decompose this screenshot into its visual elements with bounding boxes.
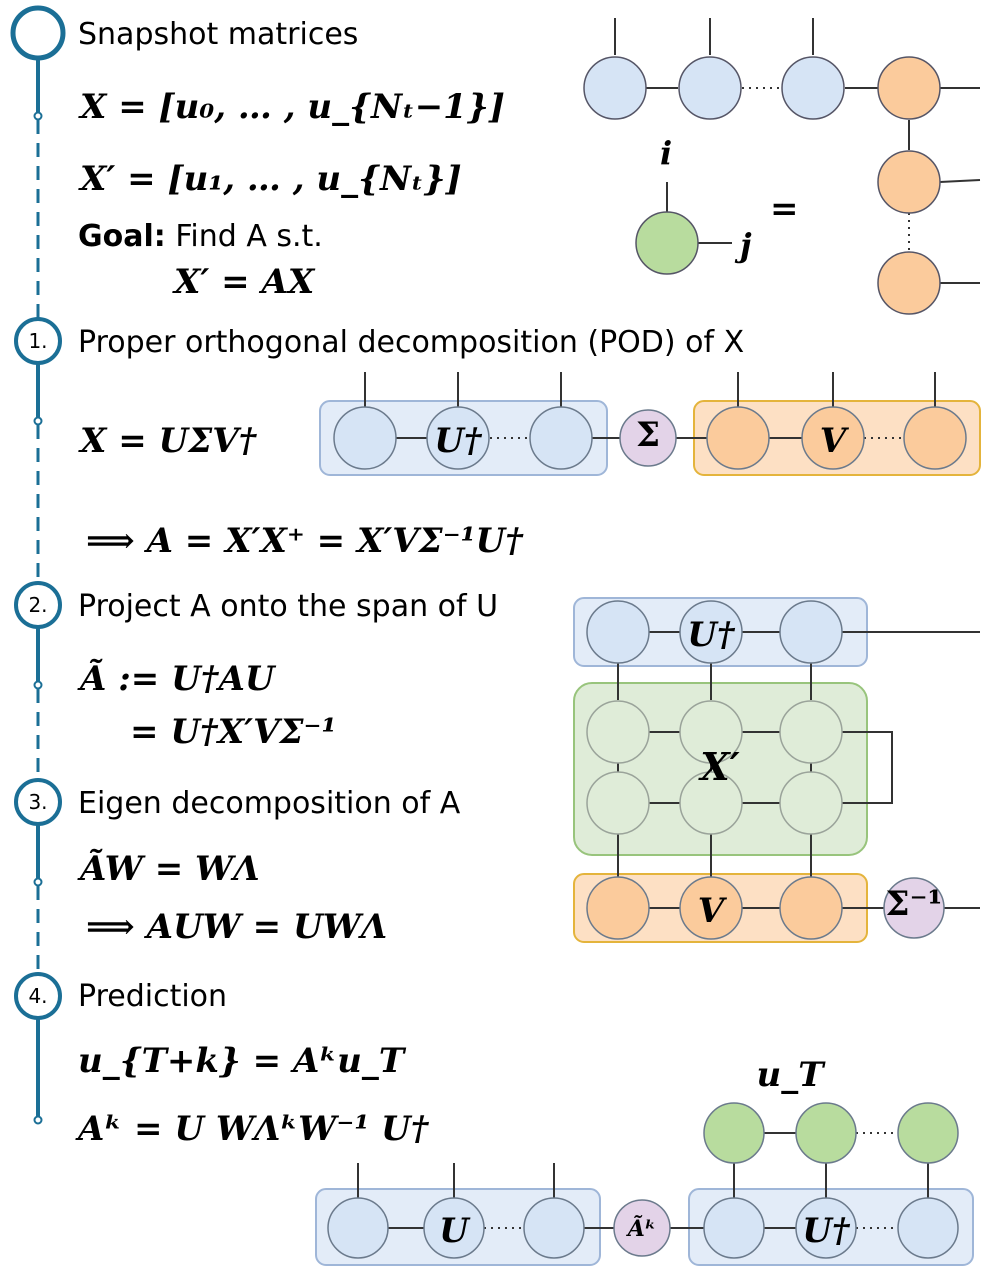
- green-grid-node: [679, 700, 743, 764]
- step-4-equation-2: Aᵏ = U WΛᵏW⁻¹ U†: [75, 1109, 430, 1149]
- intro-title: Snapshot matrices: [78, 17, 358, 52]
- projection-tensor-network: [617, 631, 980, 909]
- blue-node: [583, 56, 647, 120]
- green-node: [635, 211, 699, 275]
- snapshot-tensor-network: [614, 18, 981, 284]
- step-3-title: Eigen decomposition of A: [78, 786, 461, 821]
- blue-node: [678, 56, 742, 120]
- blue-node: [897, 1197, 959, 1259]
- prediction-u-dagger-label: U†: [802, 1211, 851, 1251]
- orange-node: [877, 251, 941, 315]
- blue-node: [523, 1197, 585, 1259]
- timeline: [10, 5, 66, 1125]
- blue-node: [423, 1197, 485, 1259]
- green-node: [703, 1102, 765, 1164]
- step-4-title: Prediction: [78, 979, 227, 1014]
- orange-node: [877, 56, 941, 120]
- projection-v-label: V: [698, 891, 728, 931]
- step-2-equation-2: = U†X′VΣ⁻¹: [130, 712, 336, 752]
- blue-node: [795, 1197, 857, 1259]
- step-1-title: Proper orthogonal decomposition (POD) of…: [78, 325, 744, 360]
- blue-node: [333, 406, 397, 470]
- green-grid-node: [779, 771, 843, 835]
- prediction-ak-label: Ãᵏ: [626, 1215, 657, 1242]
- orange-node: [679, 876, 743, 940]
- snapshot-nodes: [583, 56, 941, 315]
- step-2-title: Project A onto the span of U: [78, 589, 498, 624]
- step-1-equation-2: ⟹ A = X′X⁺ = X′VΣ⁻¹U†: [86, 521, 524, 561]
- green-grid-node: [586, 700, 650, 764]
- projection-nodes: [586, 600, 945, 940]
- step-3-number: 3.: [28, 790, 47, 814]
- blue-node: [586, 600, 650, 664]
- equation-x-prime: X′ = [u₁, … , u_{Nₜ}]: [78, 159, 462, 199]
- index-j-label: j: [734, 226, 752, 264]
- step-4-equation-1: u_{T+k} = Aᵏu_T: [78, 1041, 407, 1081]
- tn-equals: =: [770, 189, 799, 229]
- projection-sigma-label: Σ⁻¹: [886, 884, 943, 924]
- pod-nodes: [333, 406, 967, 470]
- pod-sigma-label: Σ: [636, 415, 660, 455]
- orange-node: [903, 406, 967, 470]
- blue-node: [781, 56, 845, 120]
- prediction-nodes: [327, 1102, 959, 1259]
- blue-node: [703, 1197, 765, 1259]
- pod-v-label: V: [820, 421, 850, 461]
- prediction-ut-label: u_T: [756, 1055, 826, 1095]
- sigma-inverse-node: [883, 877, 945, 939]
- green-grid-node: [779, 700, 843, 764]
- projection-u-label: U†: [687, 615, 736, 655]
- blue-node: [529, 406, 593, 470]
- step-1-equation-1: X = UΣV†: [78, 421, 258, 461]
- step-2-number: 2.: [28, 593, 47, 617]
- green-node: [897, 1102, 959, 1164]
- a-tilde-k-node: [613, 1199, 671, 1257]
- step-4-number: 4.: [28, 984, 47, 1008]
- timeline-start-node: [10, 5, 66, 61]
- prediction-u-label: U: [439, 1211, 471, 1251]
- blue-node: [426, 406, 490, 470]
- blue-node: [327, 1197, 389, 1259]
- green-grid-node: [586, 771, 650, 835]
- green-node: [795, 1102, 857, 1164]
- pod-tensor-network: [364, 372, 936, 439]
- goal-label: Goal:: [78, 219, 166, 254]
- orange-node: [877, 150, 941, 214]
- sigma-node: [619, 409, 677, 467]
- step-3-equation-1: ÃW = WΛ: [77, 849, 260, 889]
- orange-node: [586, 876, 650, 940]
- green-grid-node: [679, 771, 743, 835]
- equation-x: X = [u₀, … , u_{Nₜ−1}]: [78, 87, 505, 127]
- blue-node: [679, 600, 743, 664]
- orange-node: [706, 406, 770, 470]
- orange-node: [801, 406, 865, 470]
- index-i-label: i: [660, 134, 672, 172]
- step-3-equation-2: ⟹ AUW = UWΛ: [86, 907, 387, 947]
- prediction-tensor-network: [357, 1132, 929, 1229]
- step-1-number: 1.: [28, 329, 47, 353]
- blue-node: [779, 600, 843, 664]
- orange-node: [779, 876, 843, 940]
- goal-equation: X′ = AX: [172, 262, 316, 302]
- goal-text: Find A s.t.: [175, 219, 323, 254]
- goal-line: Goal: Find A s.t.: [78, 219, 323, 254]
- pod-u-label: U†: [434, 421, 483, 461]
- step-2-equation-1: Ã := U†AU: [77, 659, 277, 699]
- projection-x-label: X′: [698, 744, 740, 789]
